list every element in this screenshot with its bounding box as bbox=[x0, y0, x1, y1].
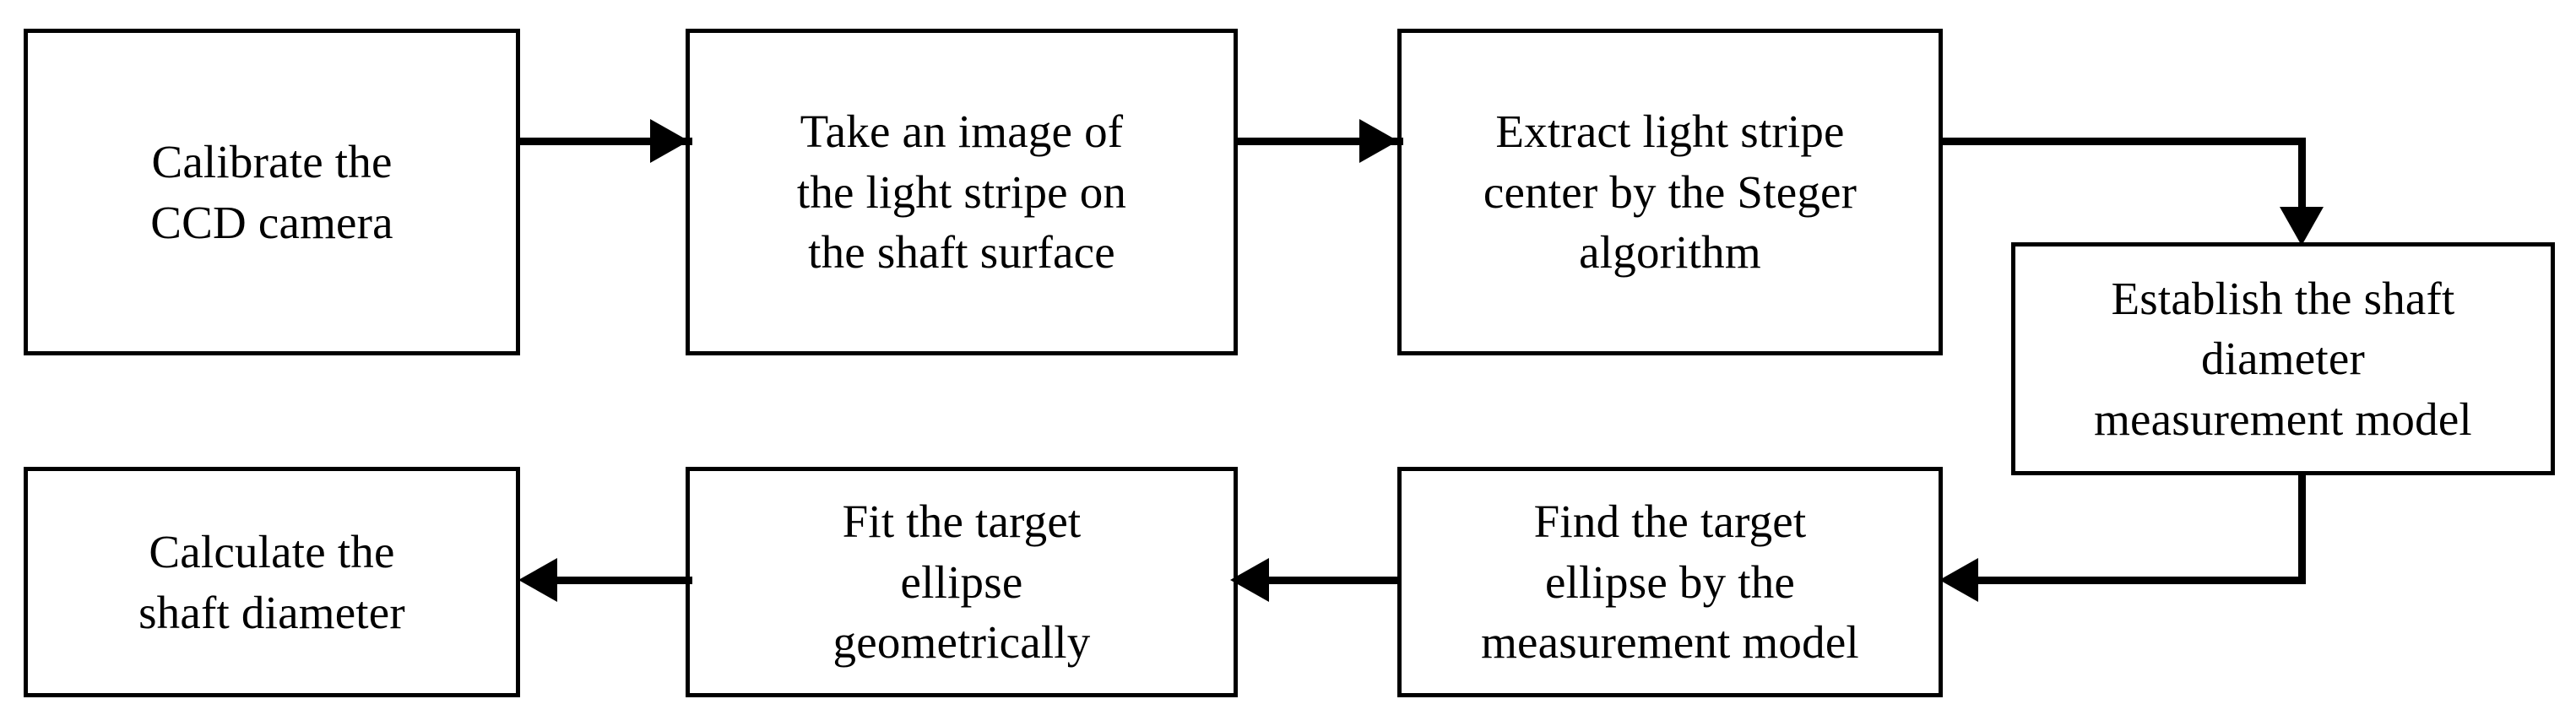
node-text-line: measurement model bbox=[1481, 616, 1859, 669]
flowchart-node-establish-measurement-model[interactable]: Establish the shaft diameter measurement… bbox=[2011, 242, 2555, 475]
node-text-line: center by the Steger bbox=[1483, 165, 1857, 218]
node-text-line: Extract light stripe bbox=[1495, 106, 1845, 158]
node-text-line: Calibrate the bbox=[151, 136, 393, 187]
arrowhead-right-icon bbox=[1359, 119, 1398, 163]
node-text-line: the light stripe on bbox=[796, 165, 1127, 218]
node-text-line: shaft diameter bbox=[138, 586, 405, 638]
node-text-line: Fit the target bbox=[842, 496, 1082, 548]
node-text-line: ellipse bbox=[900, 555, 1023, 608]
flowchart-node-calculate-shaft-diameter[interactable]: Calculate the shaft diameter bbox=[24, 467, 520, 697]
connector-line-vertical bbox=[2298, 473, 2306, 584]
node-text-line: Calculate the bbox=[149, 526, 395, 577]
arrowhead-down-icon bbox=[2280, 207, 2324, 246]
node-text-line: ellipse by the bbox=[1544, 555, 1796, 608]
connector-line-horizontal bbox=[555, 577, 692, 584]
arrowhead-left-icon bbox=[1230, 558, 1269, 602]
node-text-line: Take an image of bbox=[800, 106, 1124, 158]
node-text-line: algorithm bbox=[1579, 226, 1761, 279]
flowchart-node-calibrate-ccd-camera[interactable]: Calibrate the CCD camera bbox=[24, 29, 520, 355]
flowchart-node-take-image-light-stripe[interactable]: Take an image of the light stripe on the… bbox=[686, 29, 1238, 355]
node-text-line: CCD camera bbox=[150, 196, 393, 248]
arrowhead-left-icon bbox=[1939, 558, 1978, 602]
node-text-line: diameter bbox=[2201, 333, 2365, 385]
connector-line-horizontal bbox=[1266, 577, 1402, 584]
connector-line-vertical bbox=[2298, 138, 2306, 225]
node-text-line: geometrically bbox=[832, 616, 1091, 669]
connector-line-horizontal bbox=[517, 138, 692, 145]
connector-line-horizontal bbox=[1234, 138, 1403, 145]
node-text-line: the shaft surface bbox=[808, 226, 1115, 279]
arrowhead-left-icon bbox=[518, 558, 557, 602]
flowchart-node-fit-target-ellipse[interactable]: Fit the target ellipse geometrically bbox=[686, 467, 1238, 697]
connector-line-horizontal bbox=[1976, 577, 2306, 584]
node-text-line: Establish the shaft bbox=[2111, 272, 2455, 324]
node-text-line: Find the target bbox=[1533, 496, 1807, 548]
connector-line-horizontal bbox=[1939, 138, 2306, 145]
node-text-line: measurement model bbox=[2094, 393, 2472, 445]
arrowhead-right-icon bbox=[650, 119, 689, 163]
flowchart-node-find-target-ellipse[interactable]: Find the target ellipse by the measureme… bbox=[1397, 467, 1943, 697]
flowchart-node-extract-stripe-center-steger[interactable]: Extract light stripe center by the Stege… bbox=[1397, 29, 1943, 355]
